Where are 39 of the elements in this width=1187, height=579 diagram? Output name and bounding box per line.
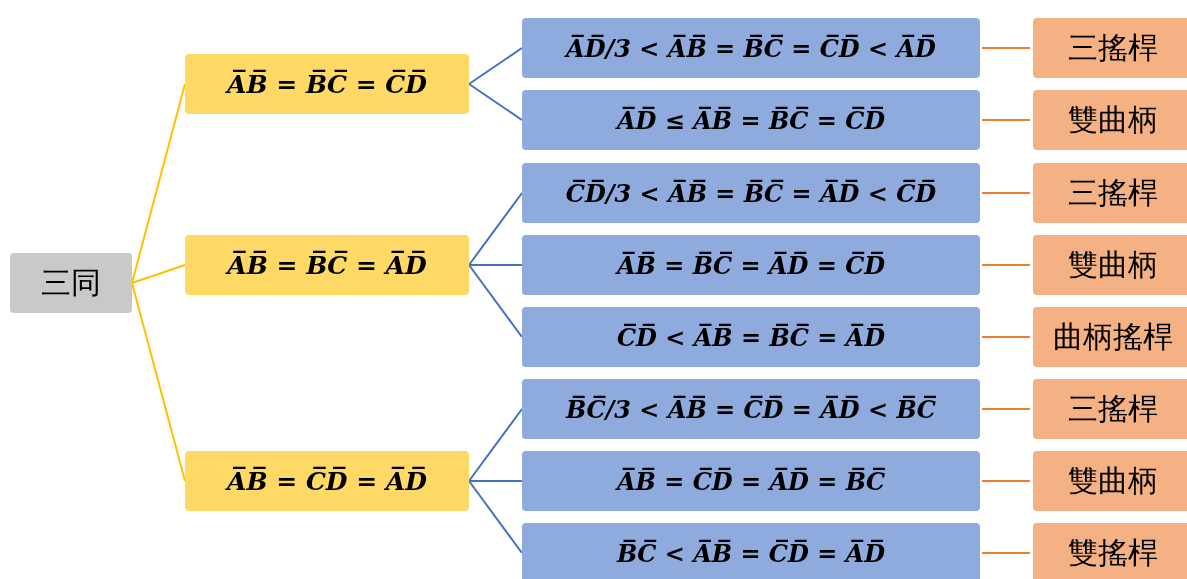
condition-box: A̅B̅ = B̅C̅ = C̅D̅ — [185, 54, 469, 114]
result-box: 雙曲柄 — [1033, 451, 1187, 511]
connector-line — [981, 47, 1031, 49]
result-box: 雙曲柄 — [1033, 90, 1187, 150]
connector-line — [468, 192, 523, 266]
connector-line — [131, 264, 186, 284]
result-box: 雙曲柄 — [1033, 235, 1187, 295]
inequality-box: A̅B̅ = C̅D̅ = A̅D̅ = B̅C̅ — [522, 451, 980, 511]
connector-line — [468, 264, 523, 338]
connector-line — [981, 119, 1031, 121]
inequality-box: A̅D̅/3 < A̅B̅ = B̅C̅ = C̅D̅ < A̅D̅ — [522, 18, 980, 78]
connector-line — [981, 408, 1031, 410]
inequality-box: B̅C̅/3 < A̅B̅ = C̅D̅ = A̅D̅ < B̅C̅ — [522, 379, 980, 439]
condition-box: A̅B̅ = C̅D̅ = A̅D̅ — [185, 451, 469, 511]
connector-line — [981, 552, 1031, 554]
inequality-box: C̅D̅ < A̅B̅ = B̅C̅ = A̅D̅ — [522, 307, 980, 367]
result-box: 三搖桿 — [1033, 18, 1187, 78]
root-box: 三同 — [10, 253, 132, 313]
condition-box: A̅B̅ = B̅C̅ = A̅D̅ — [185, 235, 469, 295]
connector-line — [131, 83, 186, 284]
result-box: 三搖桿 — [1033, 163, 1187, 223]
result-box: 曲柄搖桿 — [1033, 307, 1187, 367]
inequality-box: A̅B̅ = B̅C̅ = A̅D̅ = C̅D̅ — [522, 235, 980, 295]
connector-line — [981, 264, 1031, 266]
connector-line — [468, 480, 523, 482]
result-box: 雙搖桿 — [1033, 523, 1187, 579]
connector-line — [981, 192, 1031, 194]
connector-line — [981, 480, 1031, 482]
connector-line — [468, 408, 523, 482]
connector-line — [468, 480, 523, 554]
inequality-box: A̅D̅ ≤ A̅B̅ = B̅C̅ = C̅D̅ — [522, 90, 980, 150]
inequality-box: B̅C̅ < A̅B̅ = C̅D̅ = A̅D̅ — [522, 523, 980, 579]
connector-line — [131, 282, 186, 482]
connector-line — [468, 83, 523, 121]
connector-line — [981, 336, 1031, 338]
inequality-box: C̅D̅/3 < A̅B̅ = B̅C̅ = A̅D̅ < C̅D̅ — [522, 163, 980, 223]
connector-line — [468, 264, 523, 266]
connector-line — [468, 47, 523, 85]
result-box: 三搖桿 — [1033, 379, 1187, 439]
